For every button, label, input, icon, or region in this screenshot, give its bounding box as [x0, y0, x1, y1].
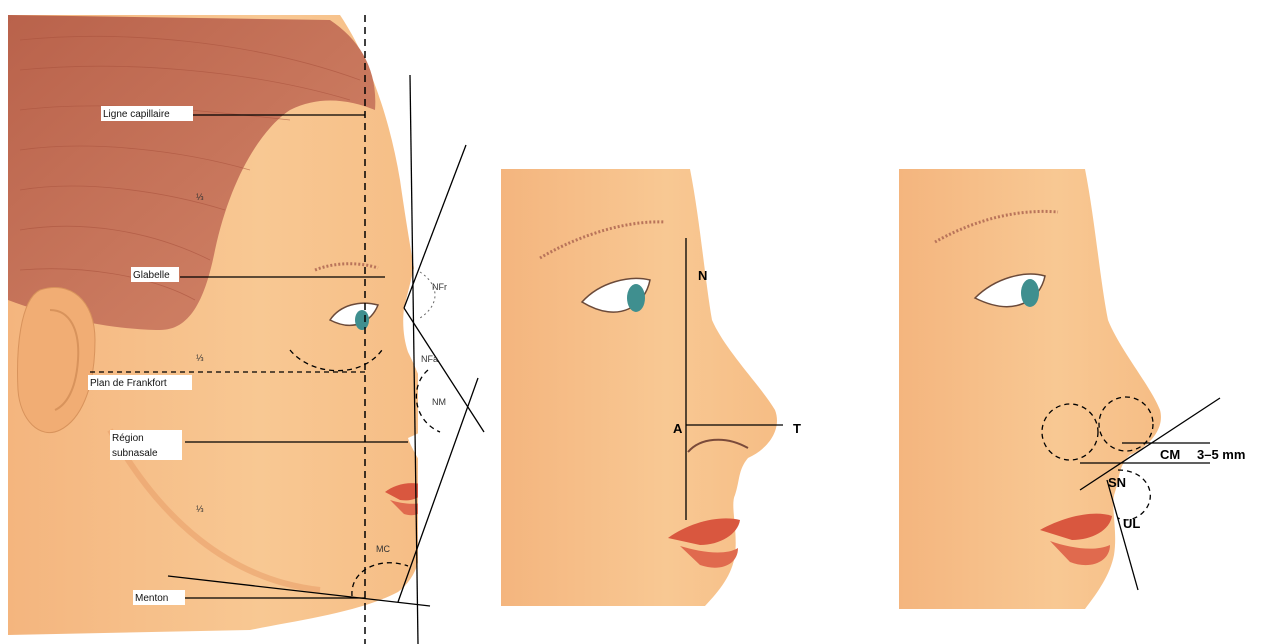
fraction-lower: ⅓ — [196, 504, 204, 514]
left-iris — [355, 310, 369, 330]
label-sn: SN — [1108, 475, 1126, 490]
angle-nm: NM — [432, 397, 446, 407]
fraction-middle: ⅓ — [196, 353, 204, 363]
label-a: A — [673, 421, 683, 436]
label-region: Région — [112, 433, 144, 444]
label-glabelle: Glabelle — [133, 270, 170, 281]
label-subnasale: subnasale — [112, 448, 158, 459]
fraction-upper: ⅓ — [196, 192, 204, 202]
right-iris — [1021, 279, 1039, 307]
label-cm: CM — [1160, 447, 1180, 462]
left-face-panel — [8, 15, 428, 635]
label-ul: UL — [1123, 516, 1140, 531]
label-menton: Menton — [135, 593, 168, 604]
nfr-arc — [420, 272, 435, 318]
label-measure: 3–5 mm — [1197, 447, 1245, 462]
angle-nfa: NFa — [421, 354, 438, 364]
angle-nfr: NFr — [432, 282, 447, 292]
label-ligne-capillaire: Ligne capillaire — [103, 109, 170, 120]
label-plan-de-frankfort: Plan de Frankfort — [90, 378, 167, 389]
middle-face-panel — [501, 169, 791, 606]
label-n: N — [698, 268, 707, 283]
middle-iris — [627, 284, 645, 312]
angle-mc: MC — [376, 544, 390, 554]
right-face-panel — [899, 169, 1169, 609]
label-t: T — [793, 421, 801, 436]
